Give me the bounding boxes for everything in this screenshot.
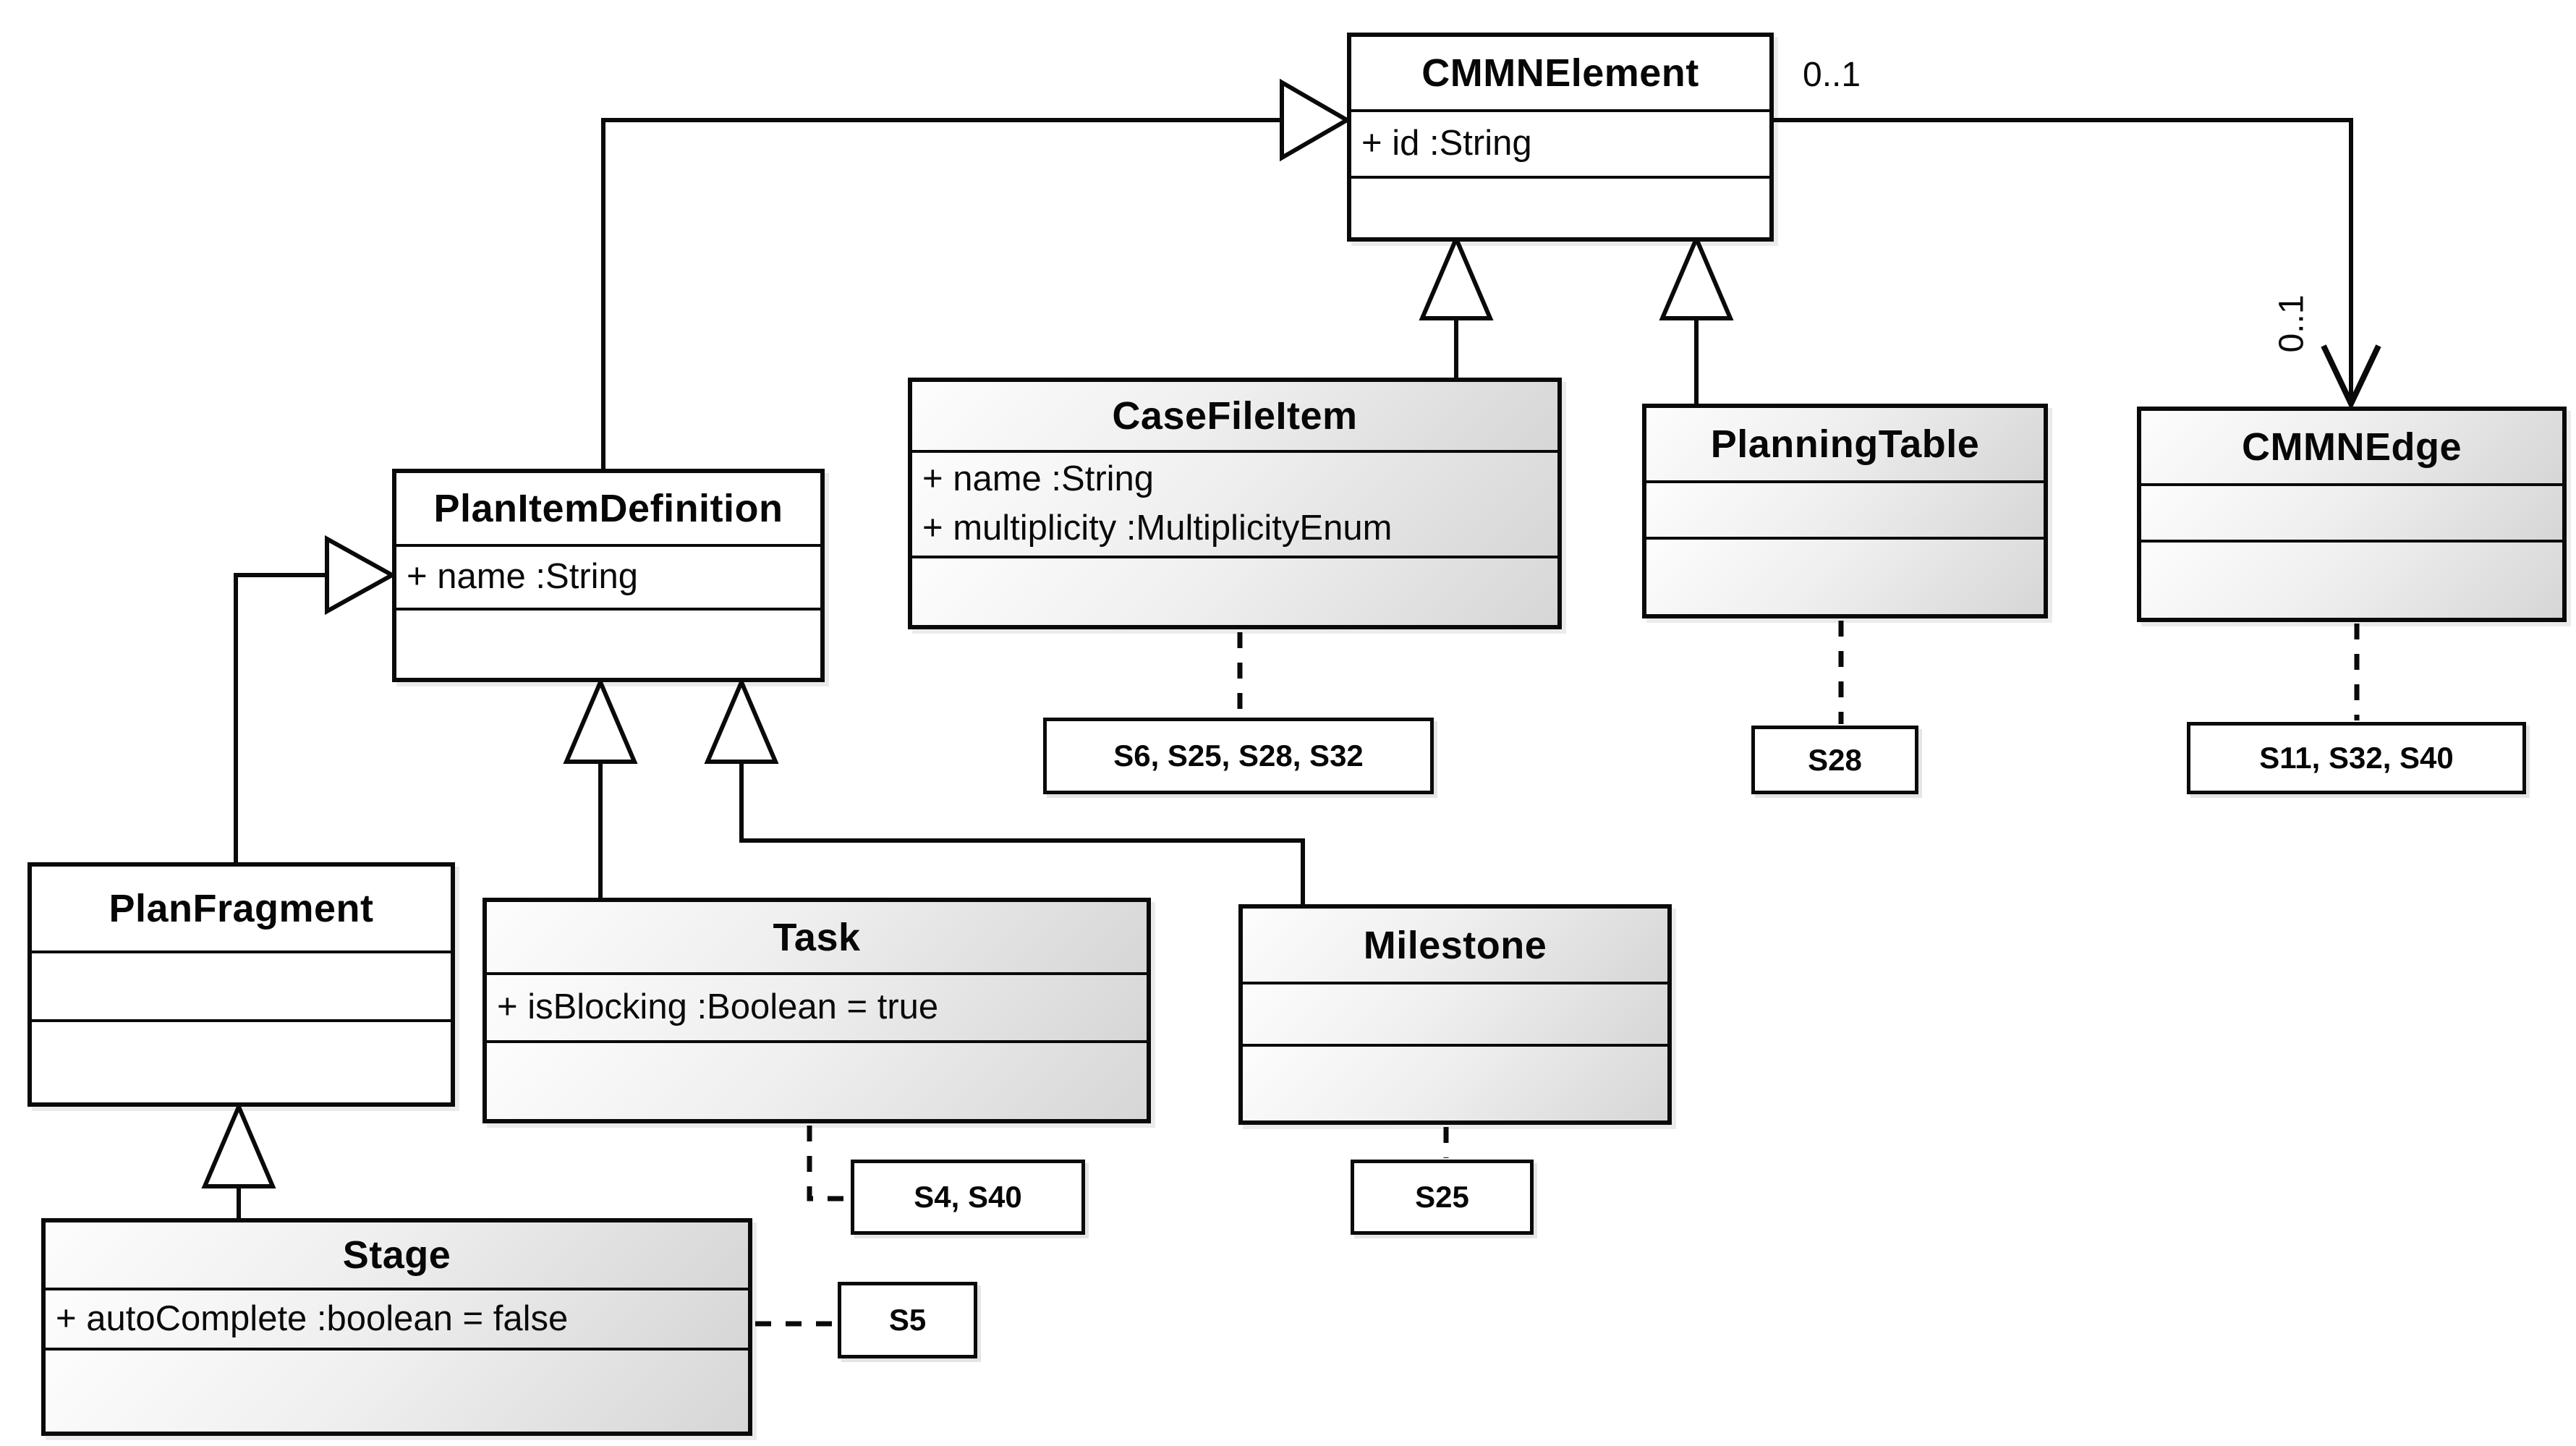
attribute: + id :String [1361, 124, 1532, 163]
multiplicity-label-source: 0..1 [1803, 56, 1861, 94]
class-attributes [2141, 483, 2562, 540]
class-attributes [1646, 480, 2044, 537]
note-text: S11, S32, S40 [2259, 741, 2454, 775]
attribute: + isBlocking :Boolean = true [497, 987, 939, 1027]
class-title: Milestone [1243, 909, 1667, 982]
note-sections-task: S4, S40 [851, 1160, 1085, 1235]
class-operations [396, 608, 820, 678]
note-sections-milestone: S25 [1351, 1160, 1534, 1235]
generalization-arrowhead-up-icon [704, 676, 779, 764]
note-sections-cmmnedge: S11, S32, S40 [2187, 722, 2526, 794]
class-title: Stage [46, 1222, 748, 1288]
generalization-arrowhead-right-icon [325, 535, 397, 616]
class-planfragment: PlanFragment [27, 862, 455, 1107]
class-operations [46, 1348, 748, 1432]
generalization-planitemdefinition-cmmnelement [601, 118, 1289, 477]
generalization-arrowhead-up-icon [201, 1101, 276, 1188]
class-title: CaseFileItem [912, 382, 1557, 450]
generalization-arrowhead-up-icon [1659, 233, 1734, 320]
class-title: CMMNEdge [2141, 411, 2562, 483]
class-attributes: + isBlocking :Boolean = true [487, 972, 1147, 1040]
note-text: S28 [1808, 742, 1862, 777]
class-operations [1646, 537, 2044, 614]
attribute: + name :String [407, 557, 639, 597]
class-attributes [32, 950, 451, 1019]
class-casefileitem: CaseFileItem + name :String + multiplici… [908, 378, 1562, 629]
class-operations [1351, 176, 1769, 237]
attribute: + name :String [922, 459, 1155, 499]
association-cmmnelement-cmmnedge [1771, 118, 2353, 402]
class-title: Task [487, 902, 1147, 972]
class-operations [2141, 540, 2562, 618]
generalization-arrowhead-right-icon [1280, 78, 1351, 162]
generalization-arrowhead-up-icon [563, 676, 638, 764]
class-milestone: Milestone [1238, 904, 1672, 1125]
class-task: Task + isBlocking :Boolean = true [483, 898, 1151, 1123]
class-cmmnedge: CMMNEdge [2137, 407, 2567, 622]
class-operations [32, 1019, 451, 1102]
note-sections-casefileitem: S6, S25, S28, S32 [1043, 718, 1434, 794]
note-sections-stage: S5 [838, 1282, 977, 1358]
note-text: S6, S25, S28, S32 [1113, 739, 1364, 773]
class-title: CMMNElement [1351, 37, 1769, 109]
class-title: PlanFragment [32, 867, 451, 950]
attribute: + multiplicity :MultiplicityEnum [922, 509, 1393, 548]
note-text: S25 [1415, 1180, 1469, 1214]
class-attributes [1243, 982, 1667, 1044]
class-operations [912, 556, 1557, 625]
multiplicity-label-target: 0..1 [2272, 294, 2311, 353]
generalization-arrowhead-up-icon [1419, 233, 1494, 320]
generalization-milestone-planitemdefinition [739, 760, 1305, 910]
note-text: S4, S40 [914, 1180, 1022, 1214]
class-cmmnelement: CMMNElement + id :String [1347, 33, 1774, 242]
note-link-task [807, 1126, 848, 1202]
class-attributes: + autoComplete :boolean = false [46, 1288, 748, 1348]
class-attributes: + name :String [396, 544, 820, 608]
class-attributes: + id :String [1351, 109, 1769, 176]
note-sections-planningtable: S28 [1751, 726, 1918, 794]
class-title: PlanItemDefinition [396, 473, 820, 544]
class-planitemdefinition: PlanItemDefinition + name :String [392, 469, 825, 682]
attribute: + autoComplete :boolean = false [56, 1298, 569, 1338]
class-title: PlanningTable [1646, 408, 2044, 480]
class-stage: Stage + autoComplete :boolean = false [41, 1218, 752, 1436]
generalization-planfragment-planitemdefinition [234, 573, 334, 868]
class-planningtable: PlanningTable [1642, 404, 2048, 618]
class-operations [487, 1040, 1147, 1119]
association-open-arrowhead-icon [2321, 344, 2381, 411]
note-text: S5 [888, 1303, 927, 1337]
class-operations [1243, 1044, 1667, 1120]
class-attributes: + name :String + multiplicity :Multiplic… [912, 450, 1557, 556]
